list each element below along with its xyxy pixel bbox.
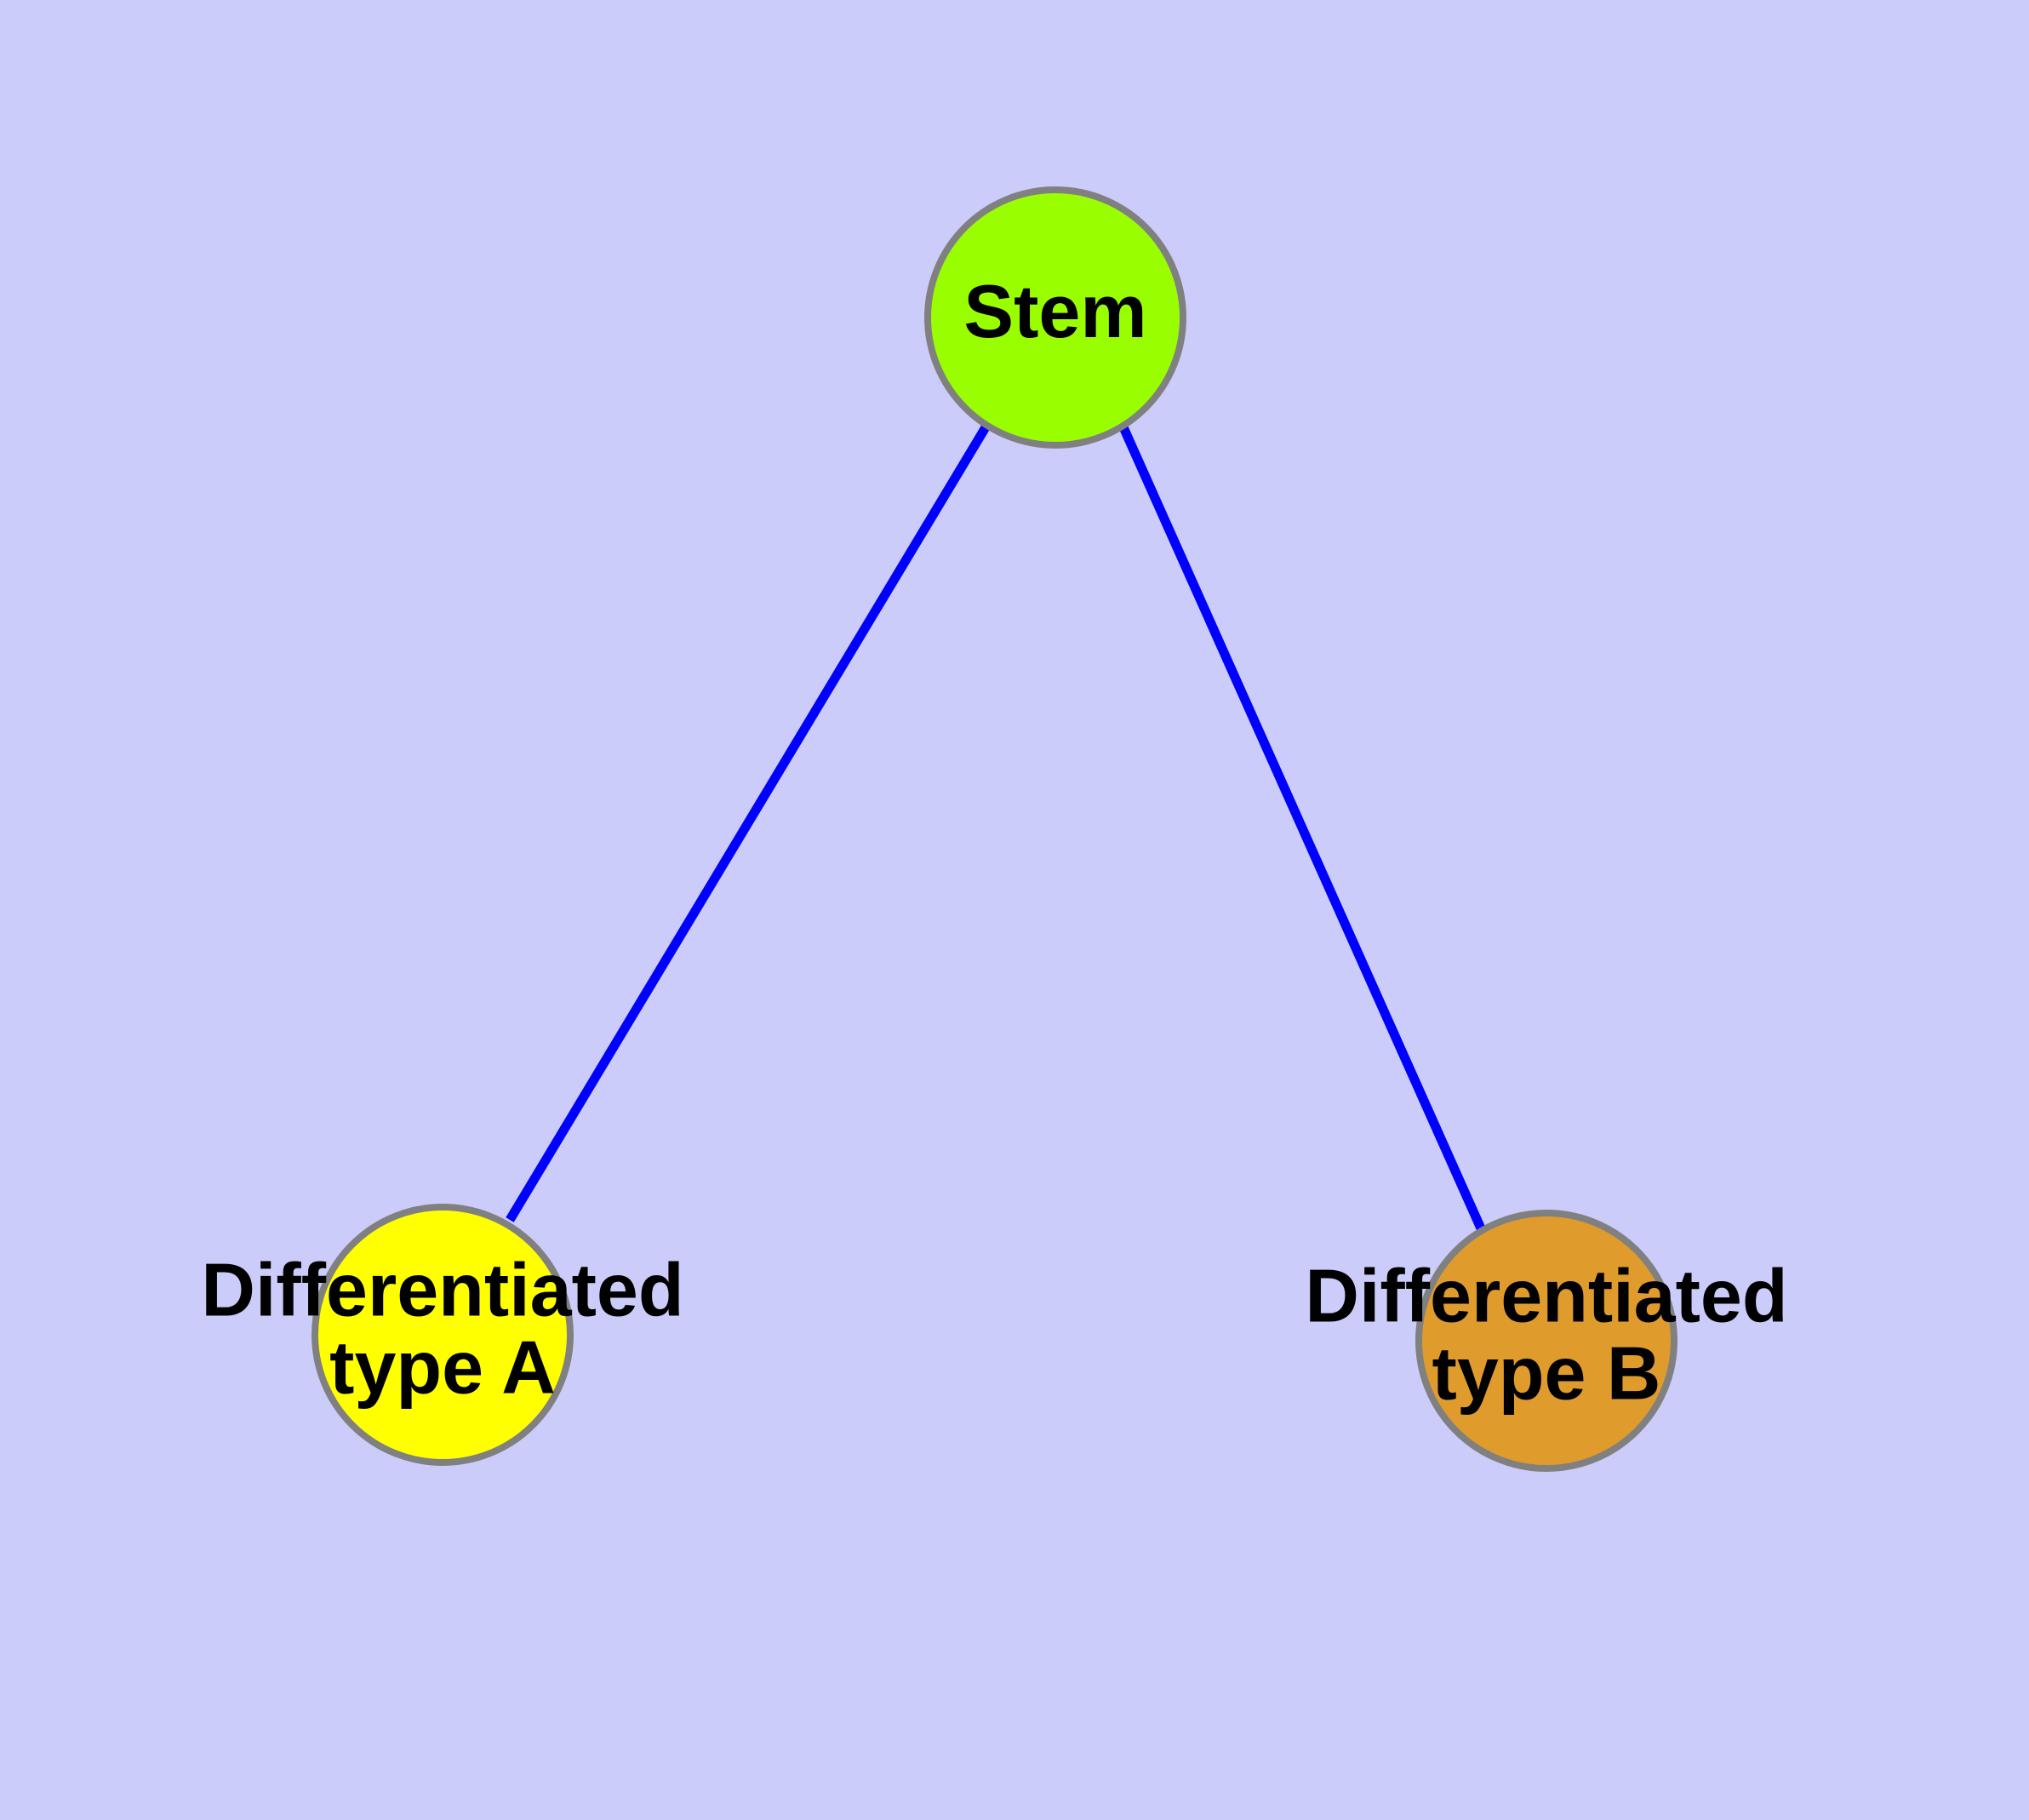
node-label-line: Differentiated: [1305, 1254, 1787, 1338]
node-label-line: type A: [329, 1325, 556, 1410]
graph-node-diff-b[interactable]: [1415, 1210, 1677, 1472]
node-label-line: type B: [1432, 1331, 1661, 1416]
node-label-line: Differentiated: [201, 1248, 683, 1332]
graph-edge-stem-to-diff-a[interactable]: [506, 425, 990, 1222]
graph-node-diff-a[interactable]: [311, 1204, 574, 1466]
node-label-line: Stem: [963, 269, 1146, 353]
node-label-stem: Stem: [963, 269, 1146, 353]
graph-edge-stem-to-diff-b[interactable]: [1118, 425, 1486, 1231]
nodes-layer: [311, 186, 1677, 1472]
graph-node-stem[interactable]: [924, 186, 1186, 449]
edges-layer: [506, 425, 1486, 1231]
